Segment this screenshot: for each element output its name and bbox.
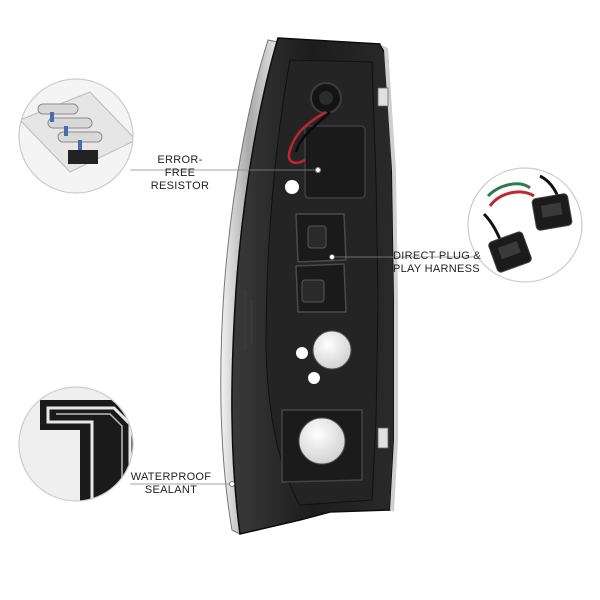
sealant-label-line1: WATERPROOF bbox=[130, 471, 212, 483]
callout-dot-resistor bbox=[315, 167, 321, 173]
bulb-opening-upper bbox=[312, 330, 352, 370]
mounting-clip-bottom bbox=[377, 427, 389, 449]
sealant-label-line2: SEALANT bbox=[144, 484, 198, 496]
resistor-cylinders bbox=[37, 103, 103, 150]
callout-dot-sealant bbox=[229, 481, 235, 487]
upper-plug bbox=[307, 225, 327, 249]
embossed-markings bbox=[244, 290, 253, 350]
tail-light-housing bbox=[220, 37, 398, 535]
chrome-right-rim bbox=[380, 44, 398, 512]
harness-wire-green bbox=[486, 182, 531, 198]
harness-label-line1: DIRECT PLUG & bbox=[393, 250, 482, 262]
small-hole-middle bbox=[308, 372, 320, 384]
resistor-label-line1: ERROR-FREE bbox=[157, 154, 203, 179]
resistor-label-line2: RESISTOR bbox=[150, 180, 210, 192]
callout-label-resistor: ERROR-FREE RESISTOR bbox=[148, 154, 212, 193]
lower-plug bbox=[301, 279, 325, 303]
bulb-opening-lower bbox=[298, 417, 346, 465]
vent-hole bbox=[285, 180, 299, 194]
callout-label-sealant: WATERPROOF SEALANT bbox=[129, 471, 213, 497]
resistor-module bbox=[304, 125, 366, 199]
small-hole-upper bbox=[296, 347, 308, 359]
resistor-chip bbox=[68, 150, 98, 164]
callout-dot-harness bbox=[329, 254, 335, 260]
red-wire bbox=[287, 110, 327, 164]
top-socket-core bbox=[319, 91, 333, 105]
mounting-clip-top bbox=[377, 87, 389, 107]
resistor-inset bbox=[18, 78, 134, 194]
harness-inset bbox=[467, 167, 583, 283]
callout-lines bbox=[130, 169, 474, 485]
sealant-inset bbox=[18, 386, 134, 502]
harness-wire-red bbox=[488, 190, 535, 207]
harness-label-line2: PLAY HARNESS bbox=[393, 263, 480, 275]
black-wire bbox=[294, 111, 331, 153]
callout-label-harness: DIRECT PLUG & PLAY HARNESS bbox=[393, 250, 488, 276]
